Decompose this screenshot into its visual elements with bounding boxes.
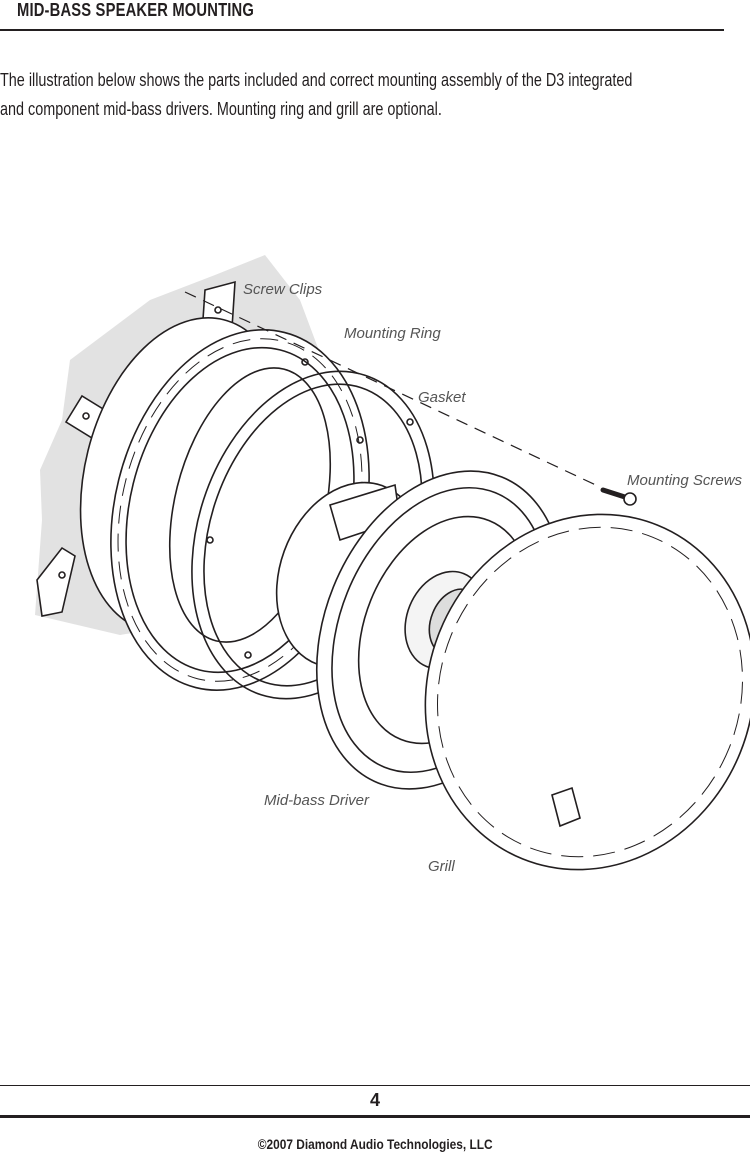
- footer-rule-bottom: [0, 1115, 750, 1118]
- intro-line-2: and component mid-bass drivers. Mounting…: [0, 99, 442, 119]
- copyright-text: ©2007 Diamond Audio Technologies, LLC: [257, 1136, 493, 1152]
- footer-rule-top: [0, 1085, 750, 1086]
- label-screw-clips: Screw Clips: [243, 281, 323, 298]
- heading-rule: [0, 29, 724, 31]
- label-grill: Grill: [428, 858, 455, 875]
- label-mounting-ring: Mounting Ring: [344, 325, 441, 342]
- copyright-notice: ©2007 Diamond Audio Technologies, LLC: [0, 1136, 750, 1152]
- intro-line-1: The illustration below shows the parts i…: [0, 70, 633, 90]
- intro-paragraph: The illustration below shows the parts i…: [0, 66, 720, 124]
- label-gasket: Gasket: [418, 389, 466, 406]
- assembly-line: [184, 291, 601, 488]
- label-mounting-screws: Mounting Screws: [627, 472, 743, 489]
- screw-clip-bottom: [36, 546, 76, 617]
- page-number: 4: [369, 1090, 380, 1110]
- mounting-screw: [600, 487, 637, 506]
- exploded-mounting-diagram: Screw Clips Mounting Ring Gasket Mountin…: [35, 255, 750, 875]
- label-mid-bass-driver: Mid-bass Driver: [264, 792, 370, 809]
- page-heading: MID-BASS SPEAKER MOUNTING: [17, 0, 254, 20]
- grill: [424, 513, 750, 871]
